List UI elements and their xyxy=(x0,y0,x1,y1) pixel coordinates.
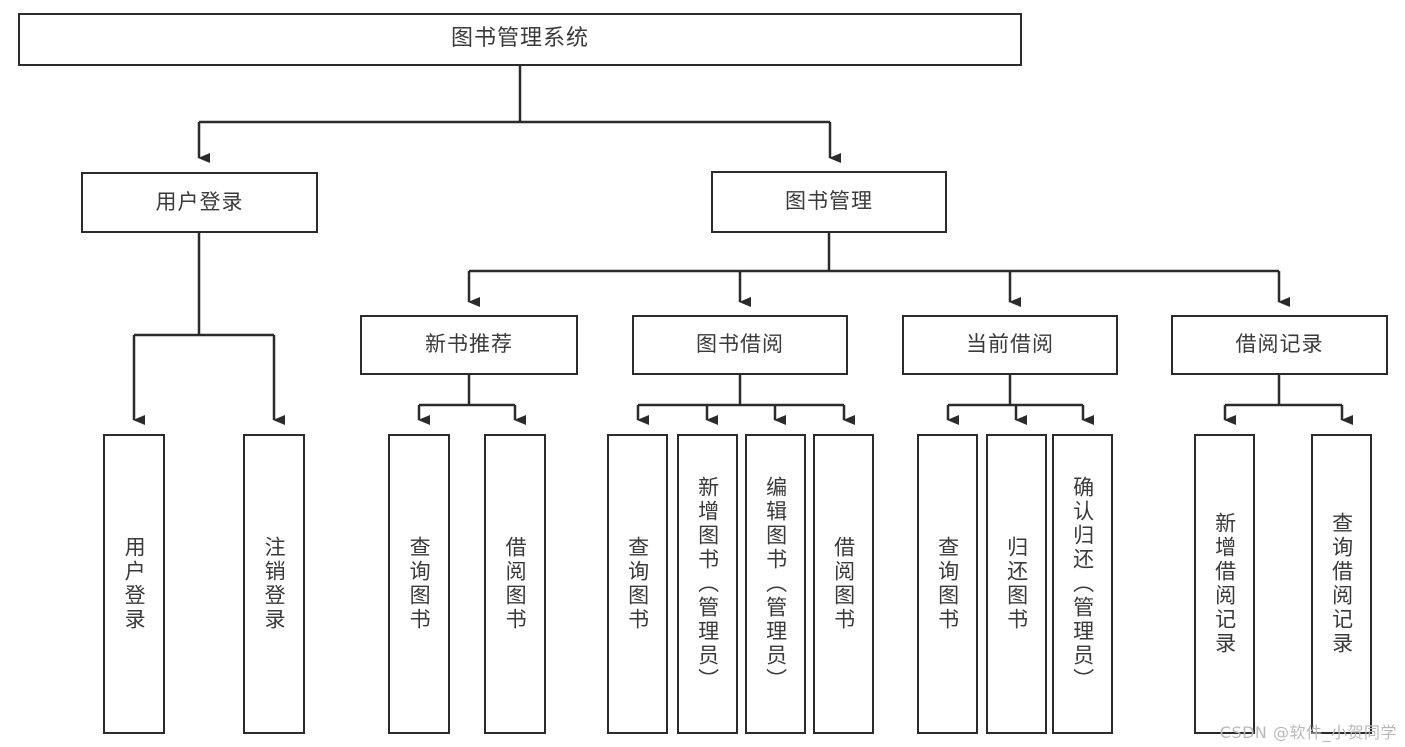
node-leaf-return-book-label: 归还图书 xyxy=(1004,536,1029,632)
node-user-login-label: 用户登录 xyxy=(155,189,244,214)
node-root-label: 图书管理系统 xyxy=(450,26,589,52)
node-leaf-return-book[interactable]: 归还图书 xyxy=(986,434,1047,734)
node-book-borrow[interactable]: 图书借阅 xyxy=(632,315,848,375)
node-leaf-query-book-current-label: 查询图书 xyxy=(935,536,960,632)
node-leaf-confirm-return-admin[interactable]: 确认归还（管理员） xyxy=(1052,434,1113,734)
node-user-login[interactable]: 用户登录 xyxy=(81,172,318,233)
watermark-text: CSDN @软件_小贺同学 xyxy=(1219,723,1397,742)
node-current-borrow[interactable]: 当前借阅 xyxy=(902,315,1118,375)
node-leaf-query-book-borrow[interactable]: 查询图书 xyxy=(607,434,668,734)
node-current-borrow-label: 当前借阅 xyxy=(966,332,1054,357)
node-leaf-query-borrow-record-label: 查询借阅记录 xyxy=(1329,512,1354,656)
node-leaf-query-book-recommend-label: 查询图书 xyxy=(407,536,432,632)
node-book-management[interactable]: 图书管理 xyxy=(711,171,947,233)
node-leaf-confirm-return-admin-label: 确认归还（管理员） xyxy=(1070,476,1095,692)
node-leaf-add-book-admin-label: 新增图书（管理员） xyxy=(695,476,720,692)
node-leaf-borrow-book[interactable]: 借阅图书 xyxy=(813,434,874,734)
node-new-book-recommend[interactable]: 新书推荐 xyxy=(360,315,578,375)
node-book-management-label: 图书管理 xyxy=(785,189,873,214)
node-leaf-user-login[interactable]: 用户登录 xyxy=(103,434,165,734)
node-borrow-records-label: 借阅记录 xyxy=(1235,332,1324,357)
node-leaf-query-book-recommend[interactable]: 查询图书 xyxy=(388,434,450,734)
node-leaf-edit-book-admin[interactable]: 编辑图书（管理员） xyxy=(745,434,806,734)
node-leaf-user-logout-label: 注销登录 xyxy=(262,536,287,632)
node-leaf-query-borrow-record[interactable]: 查询借阅记录 xyxy=(1311,434,1372,734)
node-leaf-add-borrow-record-label: 新增借阅记录 xyxy=(1212,512,1237,656)
node-leaf-borrow-book-label: 借阅图书 xyxy=(831,536,856,632)
node-leaf-query-book-borrow-label: 查询图书 xyxy=(625,536,650,632)
node-leaf-add-book-admin[interactable]: 新增图书（管理员） xyxy=(677,434,738,734)
node-root[interactable]: 图书管理系统 xyxy=(18,13,1022,66)
node-borrow-records[interactable]: 借阅记录 xyxy=(1171,315,1388,375)
node-leaf-add-borrow-record[interactable]: 新增借阅记录 xyxy=(1194,434,1255,734)
node-book-borrow-label: 图书借阅 xyxy=(696,332,784,357)
node-leaf-user-login-label: 用户登录 xyxy=(122,536,147,632)
node-new-book-recommend-label: 新书推荐 xyxy=(425,332,513,357)
node-leaf-query-book-current[interactable]: 查询图书 xyxy=(917,434,978,734)
node-leaf-borrow-book-recommend[interactable]: 借阅图书 xyxy=(484,434,546,734)
node-leaf-user-logout[interactable]: 注销登录 xyxy=(243,434,305,734)
node-leaf-borrow-book-recommend-label: 借阅图书 xyxy=(503,536,528,632)
node-leaf-edit-book-admin-label: 编辑图书（管理员） xyxy=(763,476,788,692)
